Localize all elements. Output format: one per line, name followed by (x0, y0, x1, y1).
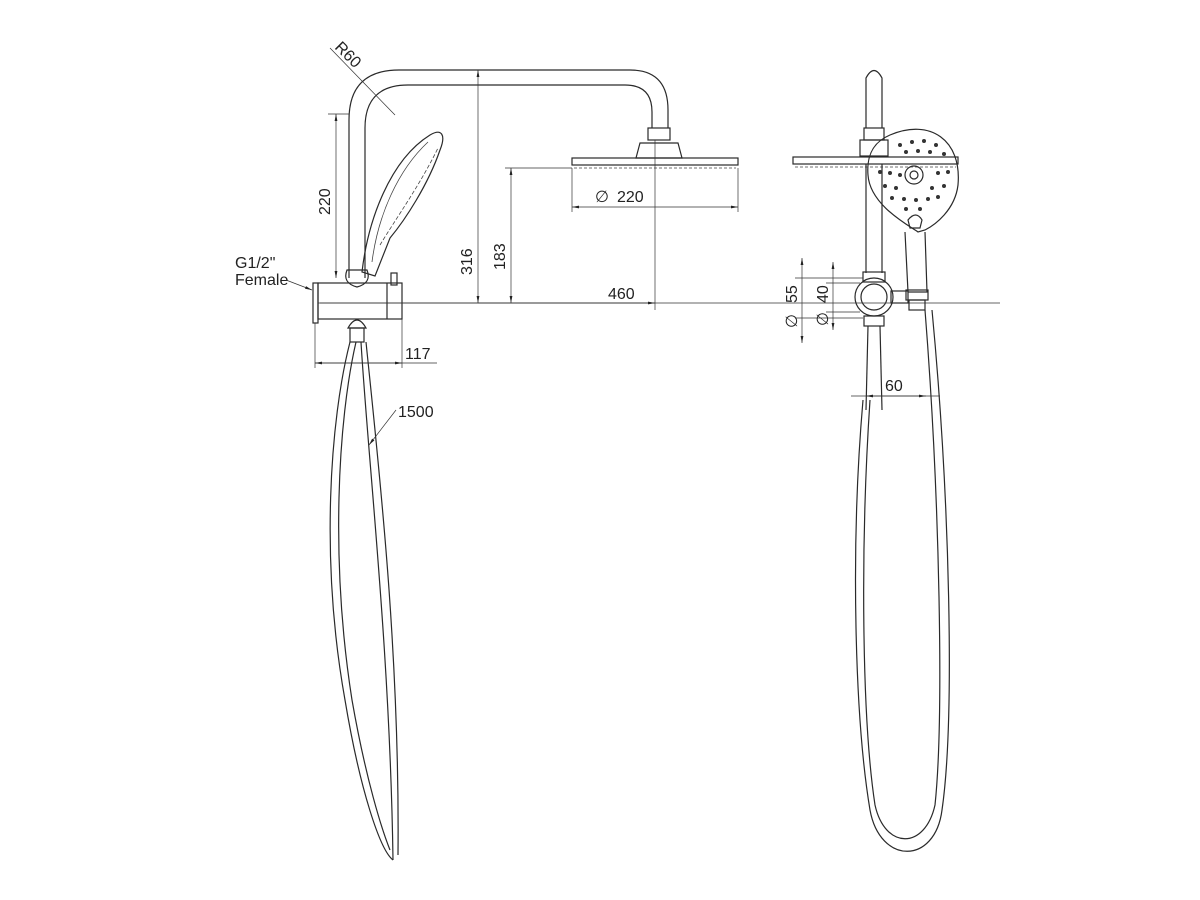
body-depth: 117 (405, 346, 431, 363)
riser-arm-outer (348, 69, 669, 278)
hand-shower-face (867, 128, 959, 233)
mixer-body (317, 282, 403, 320)
side-view: R60 ∅ 220 G1/2" Female (235, 39, 1000, 861)
hand-shower (361, 131, 444, 277)
radius-label: R60 (331, 39, 364, 72)
hose-outer-left (329, 341, 394, 861)
arm-reach: 460 (608, 286, 635, 303)
outer-diameter-symbol: ∅ (784, 314, 801, 328)
hand-offset: 60 (885, 378, 903, 395)
front-view: 55 ∅ 40 ∅ 60 (784, 69, 959, 852)
outer-diameter: 55 (784, 285, 801, 303)
overhead-plate (792, 156, 959, 165)
spray-nozzles (878, 139, 950, 211)
head-diameter-symbol: ∅ (595, 189, 609, 206)
overall-height: 316 (459, 248, 476, 275)
inlet-label-line1: G1/2" (235, 255, 275, 272)
inner-diameter-symbol: ∅ (815, 312, 832, 326)
hose-length: 1500 (398, 404, 434, 421)
inlet-label-line2: Female (235, 272, 288, 289)
hand-shower-height: 220 (317, 188, 334, 215)
front-hose-outer (854, 309, 950, 852)
inner-diameter: 40 (815, 285, 832, 303)
head-diameter: 220 (617, 189, 644, 206)
riser-arm-inner (364, 84, 653, 278)
head-height: 183 (492, 243, 509, 270)
